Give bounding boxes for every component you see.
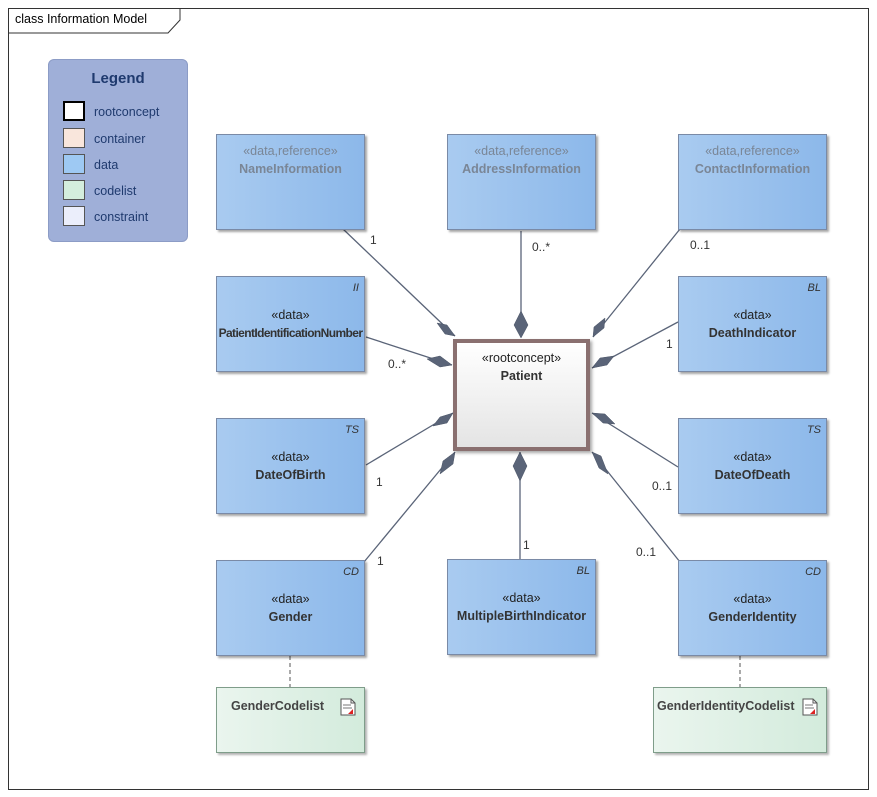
class-name: DateOfBirth (255, 468, 326, 482)
multiplicity-address-information: 0..* (532, 240, 551, 254)
multiplicity-patient-identification-number: 0..* (388, 357, 407, 371)
stereotype: «data» (733, 450, 772, 464)
legend: Legend rootconcept container data codeli… (48, 59, 188, 242)
frame-tab (8, 8, 181, 34)
multiplicity-gender: 1 (377, 554, 384, 568)
diamond-date-of-birth (432, 412, 454, 427)
multiplicity-name-information: 1 (370, 233, 377, 247)
codelist-name: GenderCodelist (231, 699, 325, 713)
class-name: Gender (268, 610, 313, 624)
diamond-gender (439, 451, 456, 475)
class-date-of-birth[interactable]: TS «data» DateOfBirth (216, 418, 365, 514)
class-address-information[interactable]: «data,reference» AddressInformation (447, 134, 596, 230)
class-name: PatientIdentificationNumber (218, 326, 363, 340)
diamond-death-indicator (591, 355, 615, 369)
codelist-gender-identity[interactable]: GenderIdentityCodelist (653, 687, 827, 753)
link-contact-information (592, 228, 681, 338)
class-death-indicator[interactable]: BL «data» DeathIndicator (678, 276, 827, 372)
codelist-gender[interactable]: GenderCodelist (216, 687, 365, 753)
link-name-information (342, 228, 456, 337)
stereotype: «data,reference» (243, 144, 338, 158)
datatype-label: CD (805, 566, 821, 578)
class-name: GenderIdentity (708, 610, 797, 624)
legend-label-codelist: codelist (94, 184, 137, 198)
stereotype: «data» (271, 450, 310, 464)
class-name: DateOfDeath (714, 468, 791, 482)
class-gender-identity[interactable]: CD «data» GenderIdentity (678, 560, 827, 656)
multiplicity-date-of-death: 0..1 (652, 479, 673, 493)
legend-label-data: data (94, 158, 119, 172)
multiplicity-date-of-birth: 1 (376, 475, 383, 489)
class-name: ContactInformation (694, 162, 811, 176)
diamond-contact-information (592, 317, 606, 338)
class-name: MultipleBirthIndicator (456, 609, 587, 623)
class-patient-identification-number[interactable]: II «data» PatientIdentificationNumber (216, 276, 365, 372)
legend-swatch-constraint (63, 206, 85, 226)
diagram-title: class Information Model (15, 12, 148, 26)
legend-swatch-rootconcept (63, 101, 85, 121)
link-gender (363, 451, 456, 563)
stereotype: «data» (271, 308, 310, 322)
diamond-patient-identification-number (426, 355, 453, 368)
class-name-information[interactable]: «data,reference» NameInformation (216, 134, 365, 230)
multiplicity-contact-information: 0..1 (690, 238, 711, 252)
class-name: NameInformation (239, 162, 342, 176)
datatype-label: BL (576, 565, 590, 577)
stereotype: «data» (502, 591, 541, 605)
multiplicity-multiple-birth-indicator: 1 (523, 538, 530, 552)
datatype-label: BL (807, 282, 821, 294)
class-name: AddressInformation (462, 162, 581, 176)
class-multiple-birth-indicator[interactable]: BL «data» MultipleBirthIndicator (447, 559, 596, 655)
stereotype: «data» (733, 308, 772, 322)
class-date-of-death[interactable]: TS «data» DateOfDeath (678, 418, 827, 514)
diamond-multiple-birth-indicator (512, 451, 528, 482)
diamond-name-information (436, 322, 456, 337)
stereotype: «data» (271, 592, 310, 606)
legend-swatch-container (63, 128, 85, 148)
multiplicity-death-indicator: 1 (666, 337, 673, 351)
class-contact-information[interactable]: «data,reference» ContactInformation (678, 134, 827, 230)
stereotype: «data» (733, 592, 772, 606)
multiplicity-gender-identity: 0..1 (636, 545, 657, 559)
class-gender[interactable]: CD «data» Gender (216, 560, 365, 656)
class-patient-root[interactable]: «rootconcept» Patient (453, 339, 590, 451)
diamond-address-information (513, 310, 529, 339)
datatype-label: II (352, 282, 359, 294)
diamond-date-of-death (591, 412, 616, 425)
legend-label-container: container (94, 132, 146, 146)
datatype-label: TS (344, 424, 359, 436)
stereotype: «data,reference» (474, 144, 569, 158)
diagram-frame (8, 8, 869, 790)
legend-swatch-codelist (63, 180, 85, 200)
stereotype: «data,reference» (705, 144, 800, 158)
legend-title: Legend (91, 70, 145, 87)
class-name: DeathIndicator (708, 326, 797, 340)
legend-label-rootconcept: rootconcept (94, 105, 160, 119)
diamond-gender-identity (591, 451, 609, 475)
legend-label-constraint: constraint (94, 210, 149, 224)
datatype-label: TS (806, 424, 821, 436)
class-name: Patient (500, 369, 543, 383)
document-icon (802, 698, 818, 716)
codelist-name: GenderIdentityCodelist (657, 699, 795, 713)
stereotype: «rootconcept» (481, 351, 562, 365)
datatype-label: CD (343, 566, 359, 578)
legend-swatch-data (63, 154, 85, 174)
document-icon (340, 698, 356, 716)
